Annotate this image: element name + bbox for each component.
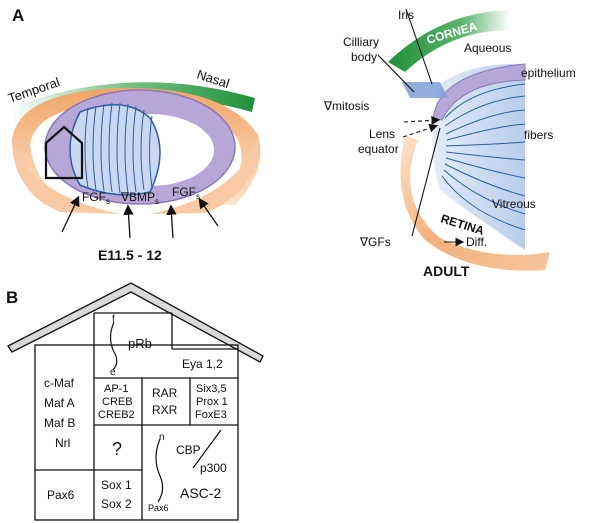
iris-ciliary	[402, 82, 448, 98]
cmaf-item: c-Maf	[44, 376, 75, 390]
eya-label: Eya 1,2	[182, 357, 223, 371]
prb-label: pRb	[128, 336, 152, 351]
six-item: Prox 1	[196, 396, 228, 408]
gfs-pointer	[411, 127, 441, 237]
iris-label: Iris	[398, 8, 414, 22]
ap1-group: AP-1 CREB CREB2	[98, 383, 135, 421]
diff-label: Diff.	[466, 235, 487, 249]
retina-band	[400, 135, 550, 271]
ciliary-label-2: body	[351, 50, 377, 64]
signal-arrows	[61, 195, 219, 239]
stage-label: E11.5 - 12	[98, 247, 162, 263]
six-item: FoxE3	[195, 409, 227, 421]
f-label: f	[112, 314, 115, 325]
bmp-label: ∇BMPs	[120, 190, 159, 206]
primary-fiber-cells	[69, 104, 161, 196]
adult-eye	[377, 8, 550, 271]
ciliary-label-1: Cilliary	[343, 35, 379, 49]
iris-pointer	[405, 8, 433, 85]
ciliary-pointer	[377, 54, 415, 93]
rar-item: RAR	[152, 386, 178, 400]
fiber-lines	[84, 102, 153, 194]
house-walls	[34, 344, 239, 521]
mitosis-label: ∇mitosis	[323, 99, 369, 113]
vitreous-label: Vitreous	[492, 197, 536, 211]
p300-label: p300	[200, 461, 227, 475]
lens-equator-pointer	[402, 123, 439, 138]
lens-label-1: Lens	[369, 127, 395, 141]
cbp-label: CBP	[176, 443, 201, 457]
pax6-small-label: Pax6	[148, 503, 169, 513]
cmaf-item: Maf B	[44, 416, 75, 430]
cmaf-item: Nrl	[55, 436, 70, 450]
adult-lens	[432, 63, 525, 251]
gfs-label: ∇GFs	[359, 235, 391, 249]
adult-fiber-lines	[441, 83, 526, 231]
house-outline	[44, 125, 84, 180]
pax6-label: Pax6	[47, 488, 75, 502]
cornea-band	[388, 10, 510, 72]
ap1-item: CREB	[102, 396, 133, 408]
rar-group: RAR RXR	[152, 386, 178, 417]
six-item: Six3,5	[196, 383, 227, 395]
epithelium-label: epithelium	[521, 66, 576, 80]
aqueous-label: Aqueous	[464, 41, 511, 55]
embryo-eye	[10, 82, 261, 239]
cmaf-item: Maf A	[44, 396, 75, 410]
fgf-left-label: FGFs	[82, 190, 110, 206]
gene-house	[7, 282, 264, 521]
lens-label-2: equator	[358, 142, 399, 156]
surface-ectoderm-band	[10, 82, 255, 122]
sox-group: Sox 1 Sox 2	[101, 478, 132, 511]
lens-epithelium	[432, 63, 526, 121]
panel-b-label: B	[6, 288, 18, 307]
asc2-label: ASC-2	[180, 485, 221, 501]
mitosis-pointer	[403, 115, 441, 125]
ap1-item: CREB2	[98, 409, 135, 421]
house-roof	[7, 282, 264, 363]
fibers-label: fibers	[524, 128, 553, 142]
six-group: Six3,5 Prox 1 FoxE3	[195, 383, 228, 421]
house-grid	[34, 312, 239, 521]
sox-item: Sox 1	[101, 478, 132, 492]
n-label: n	[159, 432, 165, 443]
rar-item: RXR	[152, 403, 178, 417]
panel-a-label: A	[12, 6, 24, 25]
fgf-right-label: FGFs	[172, 185, 200, 201]
cmaf-group: c-Maf Maf A Maf B Nrl	[44, 376, 75, 450]
sox-item: Sox 2	[101, 497, 132, 511]
e-label: e	[110, 367, 116, 378]
adult-title: ADULT	[423, 263, 470, 279]
unknown-factor: ?	[112, 439, 122, 459]
ap1-item: AP-1	[104, 383, 128, 395]
